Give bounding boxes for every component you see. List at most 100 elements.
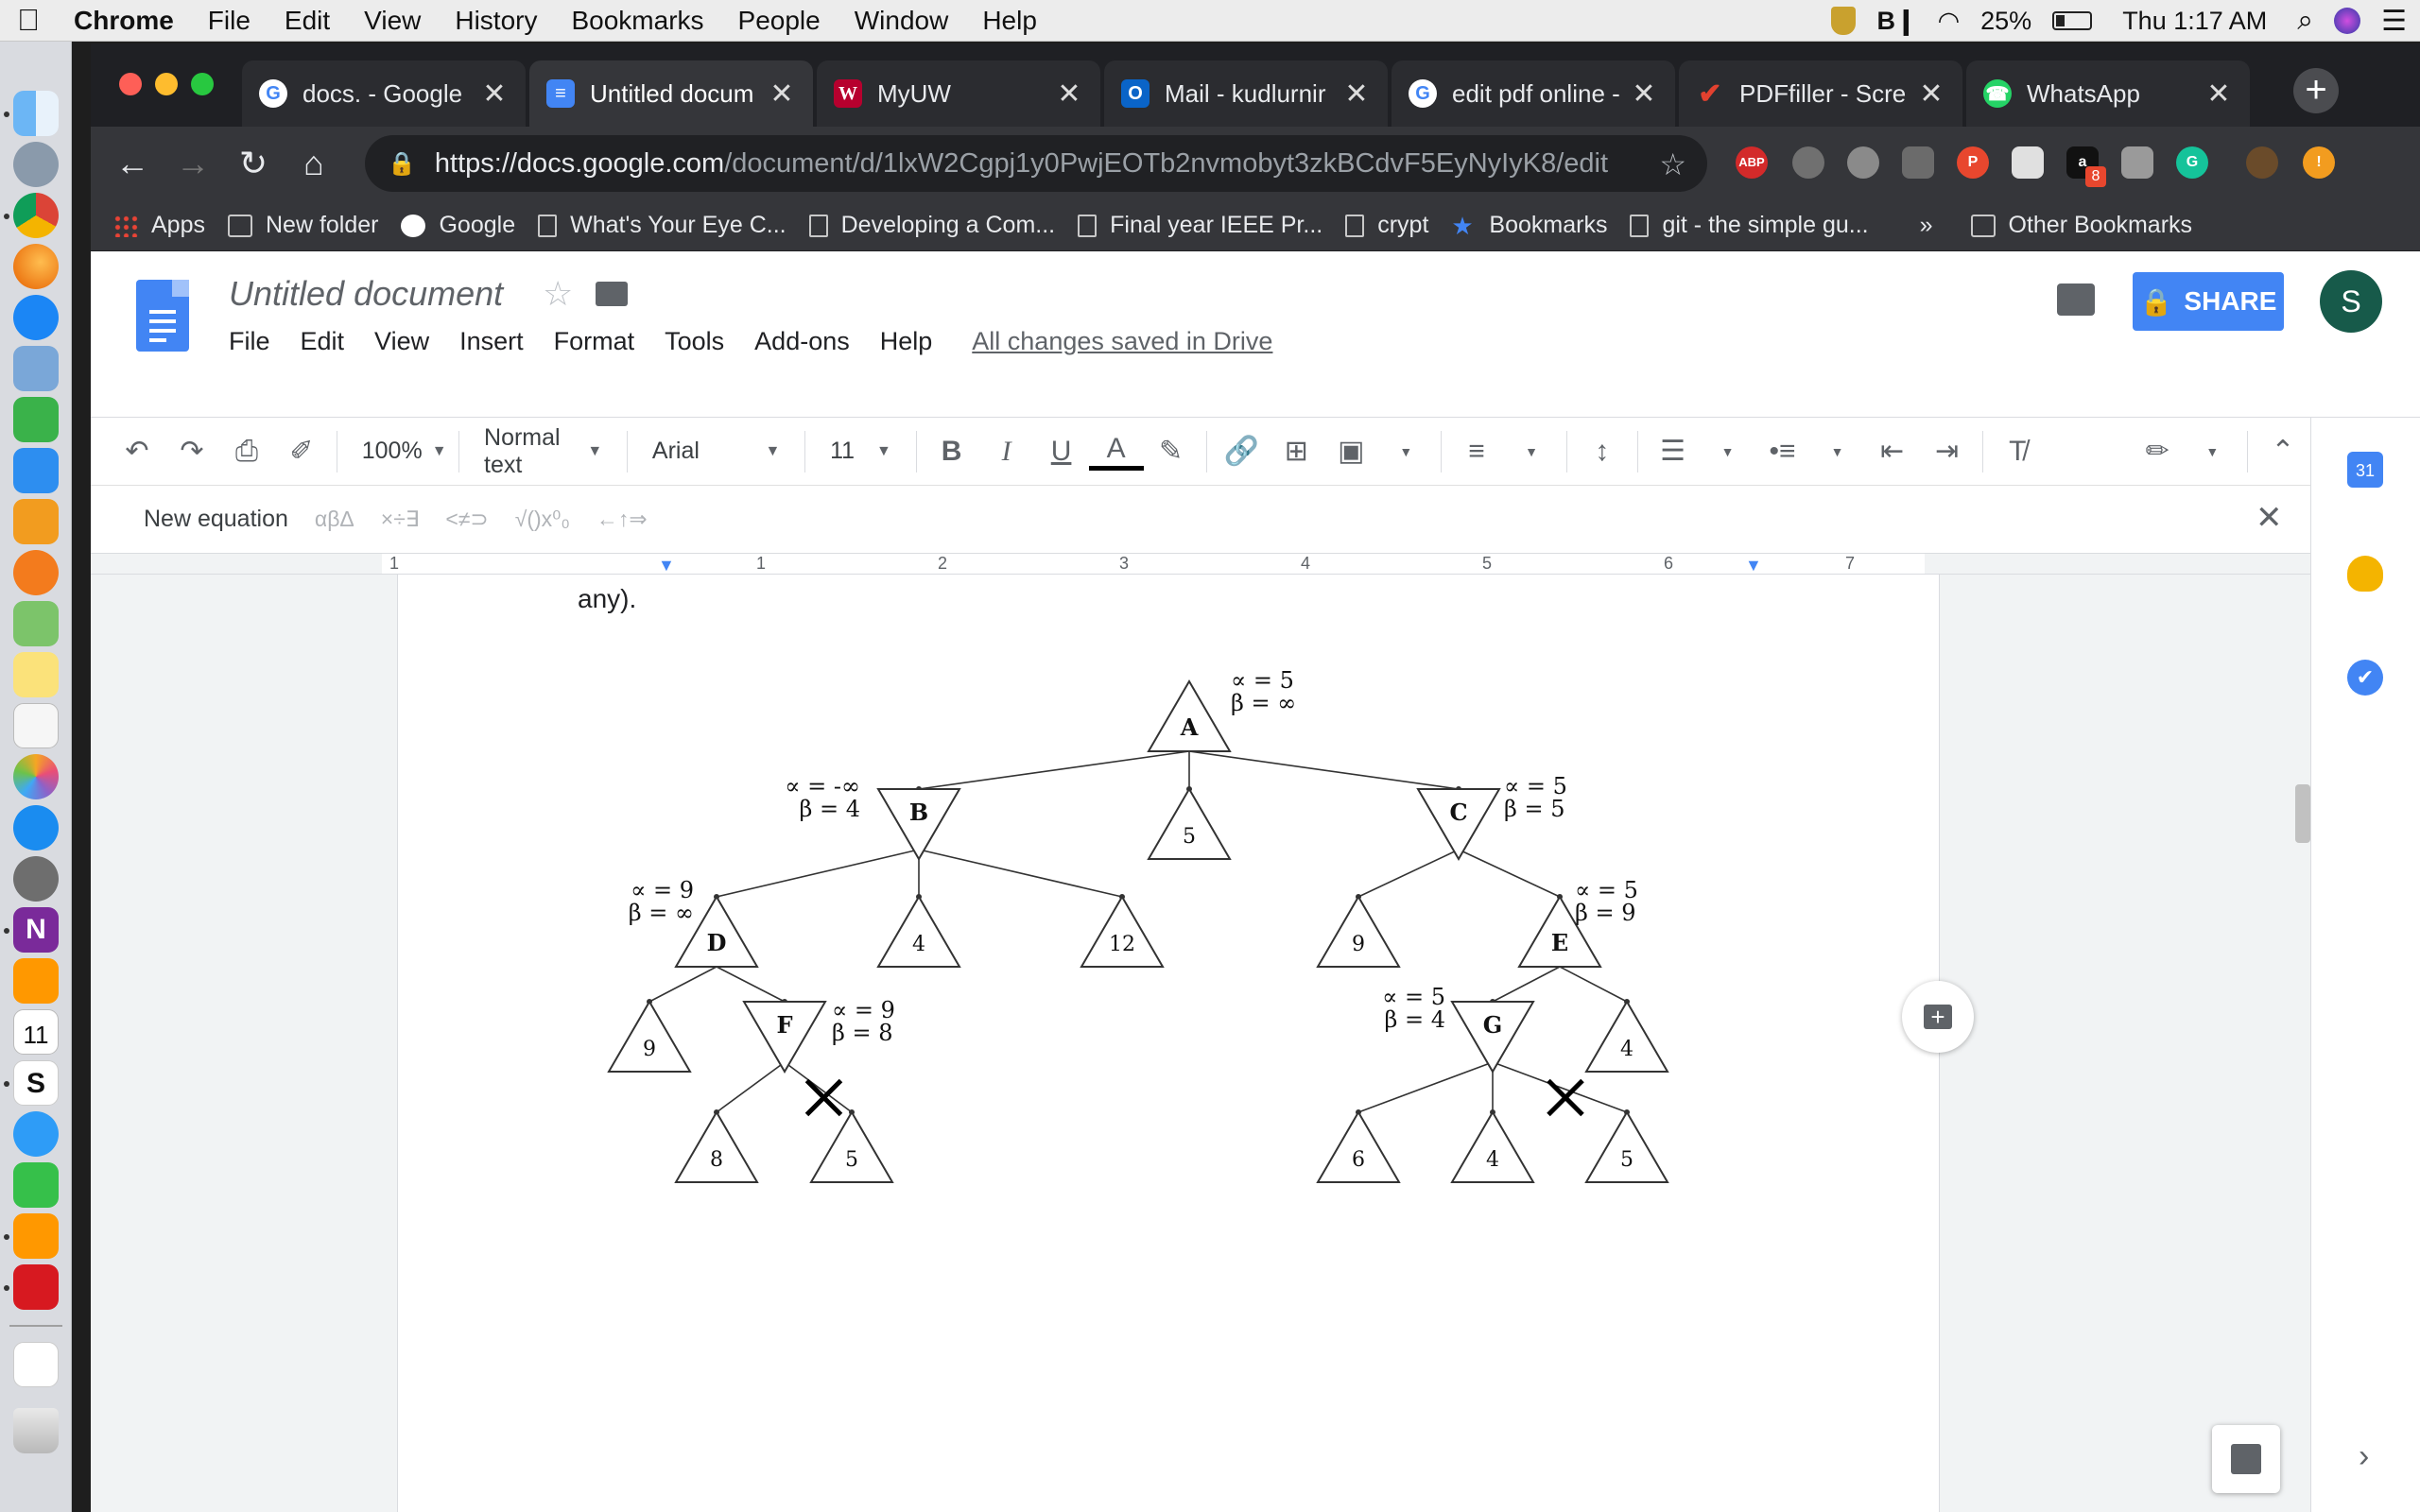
font-select[interactable]: Arial▼	[635, 429, 797, 474]
close-icon[interactable]: ✕	[1344, 77, 1369, 110]
arrows-menu[interactable]: ←↑⇒	[596, 507, 648, 531]
keep-icon[interactable]	[2347, 556, 2383, 592]
tab-mail[interactable]: O Mail - kudlurnir ✕	[1104, 60, 1388, 127]
menu-edit[interactable]: Edit	[284, 5, 331, 35]
app-store-icon[interactable]	[13, 805, 59, 850]
menu-window[interactable]: Window	[854, 5, 949, 35]
downloads-stack-icon[interactable]	[13, 1342, 59, 1387]
close-icon[interactable]: ✕	[769, 77, 794, 110]
tab-docs-google[interactable]: G docs. - Google ✕	[242, 60, 526, 127]
zoom-window-button[interactable]	[191, 73, 214, 95]
document-title[interactable]: Untitled document	[229, 274, 504, 313]
back-icon[interactable]: ←	[115, 144, 149, 182]
decrease-indent-icon[interactable]: ⇤	[1879, 436, 1905, 467]
safari-icon[interactable]	[13, 295, 59, 340]
numbered-list-icon[interactable]: ☰	[1660, 436, 1685, 467]
bookmark-google[interactable]: Google	[401, 212, 515, 239]
menu-bookmarks[interactable]: Bookmarks	[571, 5, 704, 35]
close-icon[interactable]: ✕	[2256, 500, 2283, 536]
link-icon[interactable]: 🔗	[1223, 436, 1259, 467]
spotlight-search-icon[interactable]: ⌕	[2297, 5, 2314, 36]
redo-icon[interactable]: ↷	[180, 436, 204, 467]
extension-p-icon[interactable]: P	[1957, 146, 1989, 179]
game-tree-image[interactable]: A∝ = 5β = ∞B∝ = -∞β = 45C∝ = 5β = 5D∝ = …	[398, 575, 1941, 1512]
menu-history[interactable]: History	[455, 5, 538, 35]
finder-icon[interactable]	[13, 91, 59, 136]
system-preferences-icon[interactable]	[13, 856, 59, 902]
chrome-icon[interactable]	[13, 193, 59, 238]
highlight-icon[interactable]: ✎	[1159, 436, 1184, 467]
ruler[interactable]: 1 1 2 3 4 5 6 7 ▼ ▼	[91, 554, 2310, 575]
profile-avatar[interactable]	[2246, 146, 2278, 179]
bookmark-apps[interactable]: Apps	[113, 212, 205, 239]
menu-tools[interactable]: Tools	[665, 327, 725, 355]
caret-down-icon[interactable]: ▼	[1525, 443, 1538, 459]
forward-icon[interactable]: →	[176, 144, 210, 182]
notes-icon[interactable]	[13, 652, 59, 697]
extension-icon[interactable]	[1792, 146, 1824, 179]
home-icon[interactable]: ⌂	[303, 144, 324, 182]
menu-addons[interactable]: Add-ons	[754, 327, 850, 355]
facetime-icon[interactable]	[13, 1162, 59, 1208]
bluetooth-icon[interactable]: B❙	[1876, 6, 1917, 35]
bookmark-star-icon[interactable]: ☆	[1659, 147, 1686, 181]
account-avatar[interactable]: S	[2320, 270, 2382, 333]
bookmarks-overflow-button[interactable]: »	[1919, 212, 1933, 238]
bookmark-eye[interactable]: What's Your Eye C...	[538, 212, 786, 239]
menu-app-name[interactable]: Chrome	[74, 5, 174, 35]
bookmark-final-year[interactable]: Final year IEEE Pr...	[1078, 212, 1322, 239]
increase-indent-icon[interactable]: ⇥	[1934, 436, 1960, 467]
zoom-select[interactable]: 100%▼	[345, 429, 452, 474]
caret-down-icon[interactable]: ▼	[2205, 443, 2220, 459]
close-icon[interactable]: ✕	[1919, 77, 1944, 110]
bookmark-new-folder[interactable]: New folder	[227, 212, 378, 239]
reload-icon[interactable]: ↻	[238, 144, 268, 182]
style-select[interactable]: Normal text▼	[467, 424, 619, 478]
extension-icon[interactable]	[1902, 146, 1934, 179]
photos-icon[interactable]	[13, 754, 59, 799]
acrobat-icon[interactable]	[13, 1264, 59, 1310]
wifi-icon[interactable]: ◠	[1937, 6, 1961, 35]
apple-menu-icon[interactable]: 	[0, 3, 57, 38]
menu-help[interactable]: Help	[879, 327, 933, 355]
close-icon[interactable]: ✕	[1632, 77, 1656, 110]
menu-insert[interactable]: Insert	[459, 327, 524, 355]
add-comment-button[interactable]: +	[1902, 981, 1974, 1053]
onenote-icon[interactable]: N	[13, 907, 59, 953]
extension-icon[interactable]	[1847, 146, 1879, 179]
pages-icon[interactable]	[13, 499, 59, 544]
menu-help[interactable]: Help	[982, 5, 1037, 35]
greek-letters-menu[interactable]: αβΔ	[314, 507, 354, 531]
amazon-extension-icon[interactable]: a	[2066, 146, 2099, 179]
menu-format[interactable]: Format	[553, 327, 635, 355]
notification-center-icon[interactable]: ☰	[2381, 5, 2407, 37]
new-equation-button[interactable]: New equation	[144, 506, 288, 532]
address-bar[interactable]: 🔒 https://docs.google.com /document/d/1l…	[365, 135, 1707, 192]
keynote-icon[interactable]	[13, 448, 59, 493]
tab-untitled-document[interactable]: ≡ Untitled docum ✕	[529, 60, 813, 127]
menu-people[interactable]: People	[737, 5, 821, 35]
minimize-window-button[interactable]	[155, 73, 178, 95]
new-tab-button[interactable]: +	[2293, 68, 2339, 113]
vertical-scrollbar[interactable]	[2295, 784, 2310, 843]
clock[interactable]: Thu 1:17 AM	[2122, 6, 2268, 35]
menu-file[interactable]: File	[207, 5, 251, 35]
sublime-text-icon[interactable]	[13, 958, 59, 1004]
bookmark-developing[interactable]: Developing a Com...	[808, 212, 1055, 239]
text-color-icon[interactable]: A	[1088, 433, 1144, 471]
right-indent-marker[interactable]: ▼	[1745, 556, 1762, 575]
math-operators-menu[interactable]: √()x⁰₀	[514, 507, 570, 531]
other-bookmarks[interactable]: Other Bookmarks	[1970, 212, 2192, 239]
collapse-menu-icon[interactable]: ⌃	[2271, 436, 2295, 467]
bookmark-bookmarks[interactable]: ★ Bookmarks	[1451, 212, 1607, 239]
print-icon[interactable]: ⎙	[235, 435, 258, 467]
folder-icon[interactable]	[596, 282, 628, 306]
relations-menu[interactable]: <≠⊃	[445, 507, 489, 531]
menu-edit[interactable]: Edit	[300, 327, 345, 355]
align-left-icon[interactable]: ≡	[1468, 435, 1485, 467]
maps-icon[interactable]	[13, 601, 59, 646]
close-icon[interactable]: ✕	[1057, 77, 1081, 110]
menu-file[interactable]: File	[229, 327, 270, 355]
